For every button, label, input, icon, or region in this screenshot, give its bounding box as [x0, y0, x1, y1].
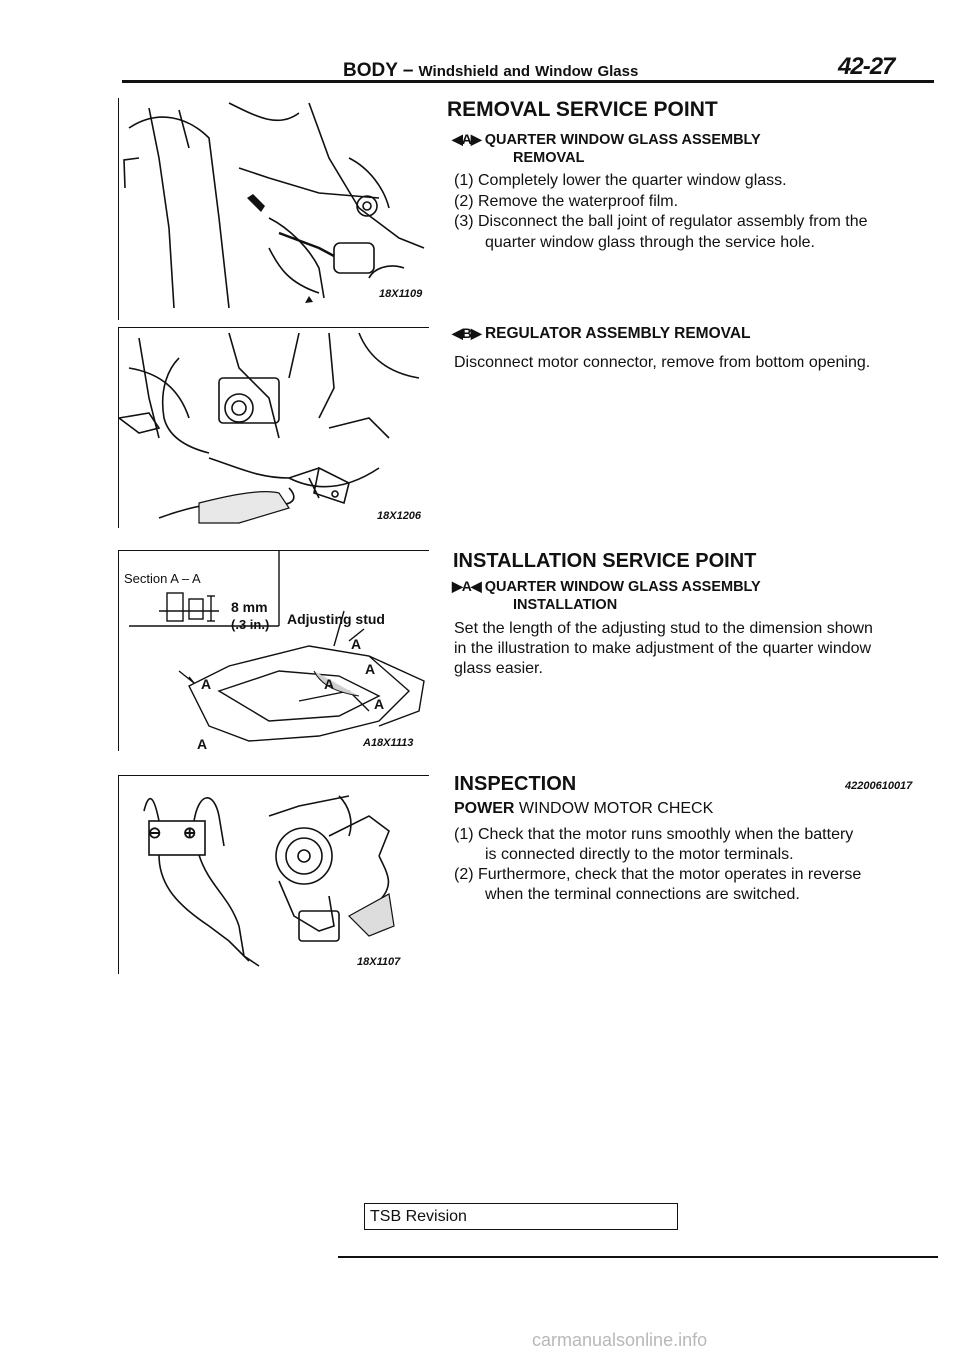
installation-line-1: Set the length of the adjusting stud to …: [454, 620, 873, 637]
figure-3-a-label: A: [365, 661, 376, 677]
figure-3-a-label: A: [324, 676, 335, 692]
installation-line-2: in the illustration to make adjustment o…: [454, 640, 872, 657]
inspection-sub-bold: POWER: [454, 800, 515, 817]
inspection-step-1-cont: is connected directly to the motor termi…: [485, 846, 794, 863]
inspection-section-title: INSPECTION: [454, 773, 577, 795]
figure-3-a-label: A: [201, 676, 212, 692]
figure-3-a-label: A: [351, 636, 362, 652]
figure-3-section-label: Section A – A: [124, 571, 201, 586]
removal-section-title: REMOVAL SERVICE POINT: [447, 98, 718, 121]
header-word-and: and: [503, 63, 531, 80]
figure-3-dim-mm: 8 mm: [231, 599, 268, 615]
header-word-windshield: Windshield: [418, 63, 499, 80]
header-word-window: Window: [535, 63, 593, 80]
page-number: 42-27: [838, 53, 895, 80]
header-section: BODY: [343, 60, 398, 81]
figure-4-drawing: [143, 795, 395, 967]
installation-marker: ▶A◀: [452, 578, 482, 594]
figure-4-code: 18X1107: [357, 956, 401, 968]
header-dash: –: [402, 60, 414, 81]
removal-b-marker: ◀B▶: [452, 325, 482, 341]
figure-1-code: 18X1109: [379, 288, 423, 300]
header-rule: [122, 80, 934, 83]
removal-a-step-3: (3) Disconnect the ball joint of regulat…: [454, 213, 868, 230]
tsb-revision-box: TSB Revision: [364, 1203, 678, 1230]
page-header: BODY – Windshield and Window Glass: [343, 60, 638, 82]
header-word-glass: Glass: [597, 63, 639, 80]
figure-3-a-label: A: [197, 736, 208, 752]
battery-minus-icon: ⊖: [148, 825, 162, 842]
removal-a-title-line2: REMOVAL: [513, 150, 585, 166]
figure-3-code: A18X1113: [363, 737, 414, 749]
removal-a-title-line1: QUARTER WINDOW GLASS ASSEMBLY: [484, 132, 761, 148]
removal-a-marker: ◀A▶: [452, 131, 482, 147]
removal-b-title: REGULATOR ASSEMBLY REMOVAL: [484, 325, 751, 342]
installation-section-title: INSTALLATION SERVICE POINT: [453, 550, 757, 572]
removal-a-heading: ◀A▶ QUARTER WINDOW GLASS ASSEMBLY: [452, 131, 761, 148]
removal-b-text: Disconnect motor connector, remove from …: [454, 354, 871, 371]
inspection-step-1: (1) Check that the motor runs smoothly w…: [454, 826, 854, 843]
installation-sub-line2: INSTALLATION: [513, 597, 618, 613]
figure-3-drawing: [129, 551, 425, 742]
figure-2-drawing: [119, 332, 420, 524]
figure-3-a-label: A: [374, 696, 385, 712]
figure-3-adjusting-stud-label: Adjusting stud: [287, 611, 385, 627]
installation-line-3: glass easier.: [454, 660, 543, 677]
installation-heading: ▶A◀ QUARTER WINDOW GLASS ASSEMBLY: [452, 578, 761, 595]
battery-plus-icon: ⊕: [183, 825, 197, 842]
inspection-code: 42200610017: [845, 780, 913, 792]
figure-adjusting-stud-section: Section A – A 8 mm (.3 in.) Adjusting st…: [118, 550, 429, 752]
figure-quarter-window-ball-joint: 18X1109: [118, 98, 429, 320]
removal-a-step-1: (1) Completely lower the quarter window …: [454, 172, 787, 189]
inspection-sub-rest: WINDOW MOTOR CHECK: [518, 800, 714, 817]
figure-2-code: 18X1206: [377, 510, 422, 522]
figure-1-drawing: [123, 102, 425, 309]
tsb-revision-label: TSB Revision: [370, 1208, 467, 1225]
footer-rule: [338, 1256, 938, 1258]
figure-3-dim-in: (.3 in.): [231, 617, 270, 632]
inspection-subheading: POWER WINDOW MOTOR CHECK: [454, 800, 713, 818]
inspection-step-2-cont: when the terminal connections are switch…: [485, 886, 800, 903]
removal-b-heading: ◀B▶ REGULATOR ASSEMBLY REMOVAL: [452, 325, 751, 343]
removal-a-step-2: (2) Remove the waterproof film.: [454, 193, 679, 210]
watermark: carmanualsonline.info: [532, 1330, 708, 1350]
removal-a-step-3-cont: quarter window glass through the service…: [485, 234, 815, 251]
figure-regulator-removal: 18X1206: [118, 327, 429, 528]
inspection-step-2: (2) Furthermore, check that the motor op…: [454, 866, 862, 883]
installation-sub-line1: QUARTER WINDOW GLASS ASSEMBLY: [484, 579, 761, 595]
figure-motor-check: ⊖ ⊕ 18X1107: [118, 775, 429, 974]
